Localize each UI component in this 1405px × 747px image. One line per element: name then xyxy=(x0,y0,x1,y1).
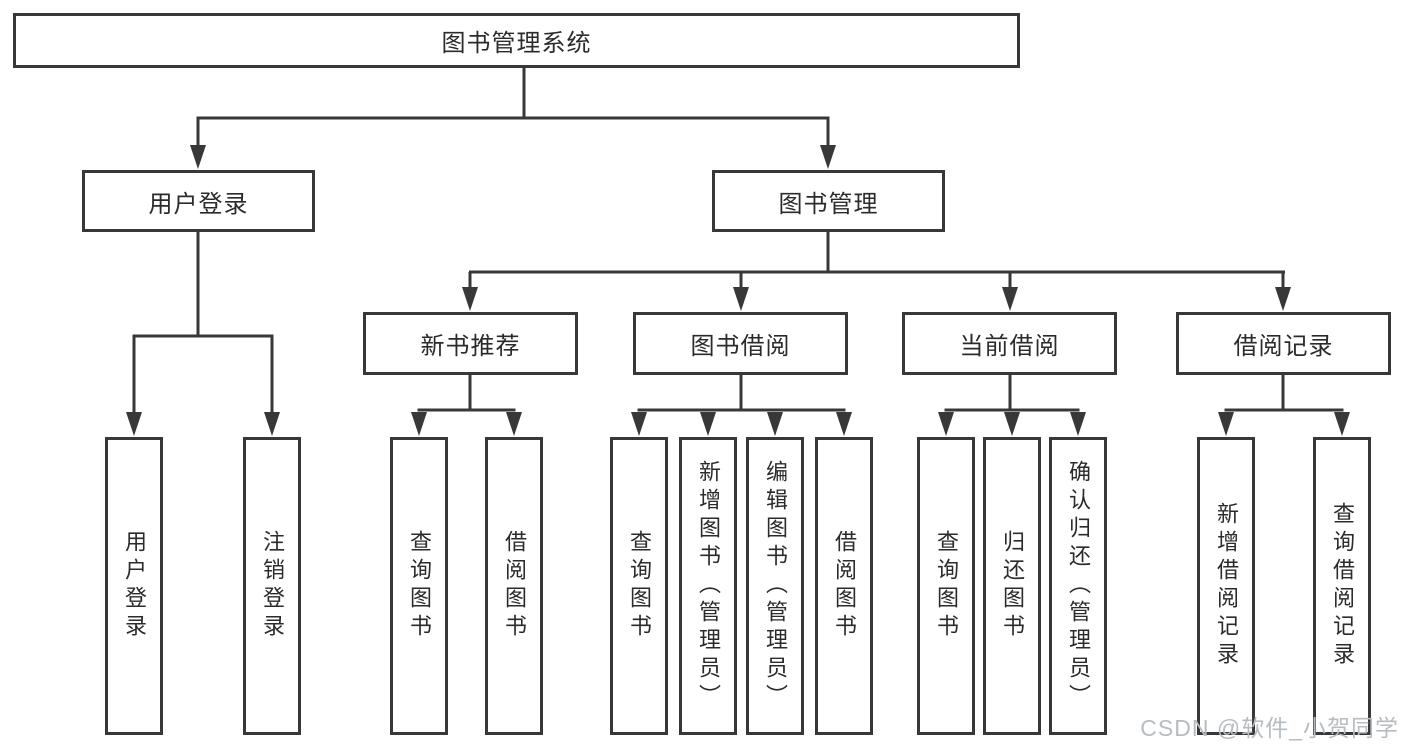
node-new-book-recommend: 新书推荐 xyxy=(363,312,578,375)
leaf-recommend-query-books: 查询图书 xyxy=(390,437,448,735)
leaf-logout: 注销登录 xyxy=(243,437,301,735)
leaf-current-return-books: 归还图书 xyxy=(983,437,1041,735)
node-user-login: 用户登录 xyxy=(82,170,315,232)
leaf-recommend-borrow-books: 借阅图书 xyxy=(485,437,543,735)
node-root-library-system: 图书管理系统 xyxy=(13,13,1020,68)
leaf-borrow-add-books-admin: 新增图书（管理员） xyxy=(679,437,737,735)
connector-arrowheads xyxy=(126,145,1350,436)
leaf-borrow-edit-books-admin: 编辑图书（管理员） xyxy=(746,437,804,735)
node-book-borrow: 图书借阅 xyxy=(633,312,848,375)
leaf-borrow-borrow-books: 借阅图书 xyxy=(815,437,873,735)
leaf-borrow-query-books: 查询图书 xyxy=(610,437,668,735)
leaf-user-login: 用户登录 xyxy=(105,437,163,735)
leaf-current-confirm-return-admin: 确认归还（管理员） xyxy=(1049,437,1107,735)
node-current-borrow: 当前借阅 xyxy=(902,312,1117,375)
node-book-management: 图书管理 xyxy=(712,170,945,232)
leaf-record-query-borrow-record: 查询借阅记录 xyxy=(1313,437,1371,735)
watermark: CSDN @软件_小贺同学 xyxy=(1140,715,1399,741)
node-borrow-record: 借阅记录 xyxy=(1176,312,1391,375)
leaf-current-query-books: 查询图书 xyxy=(917,437,975,735)
leaf-record-add-borrow-record: 新增借阅记录 xyxy=(1197,437,1255,735)
